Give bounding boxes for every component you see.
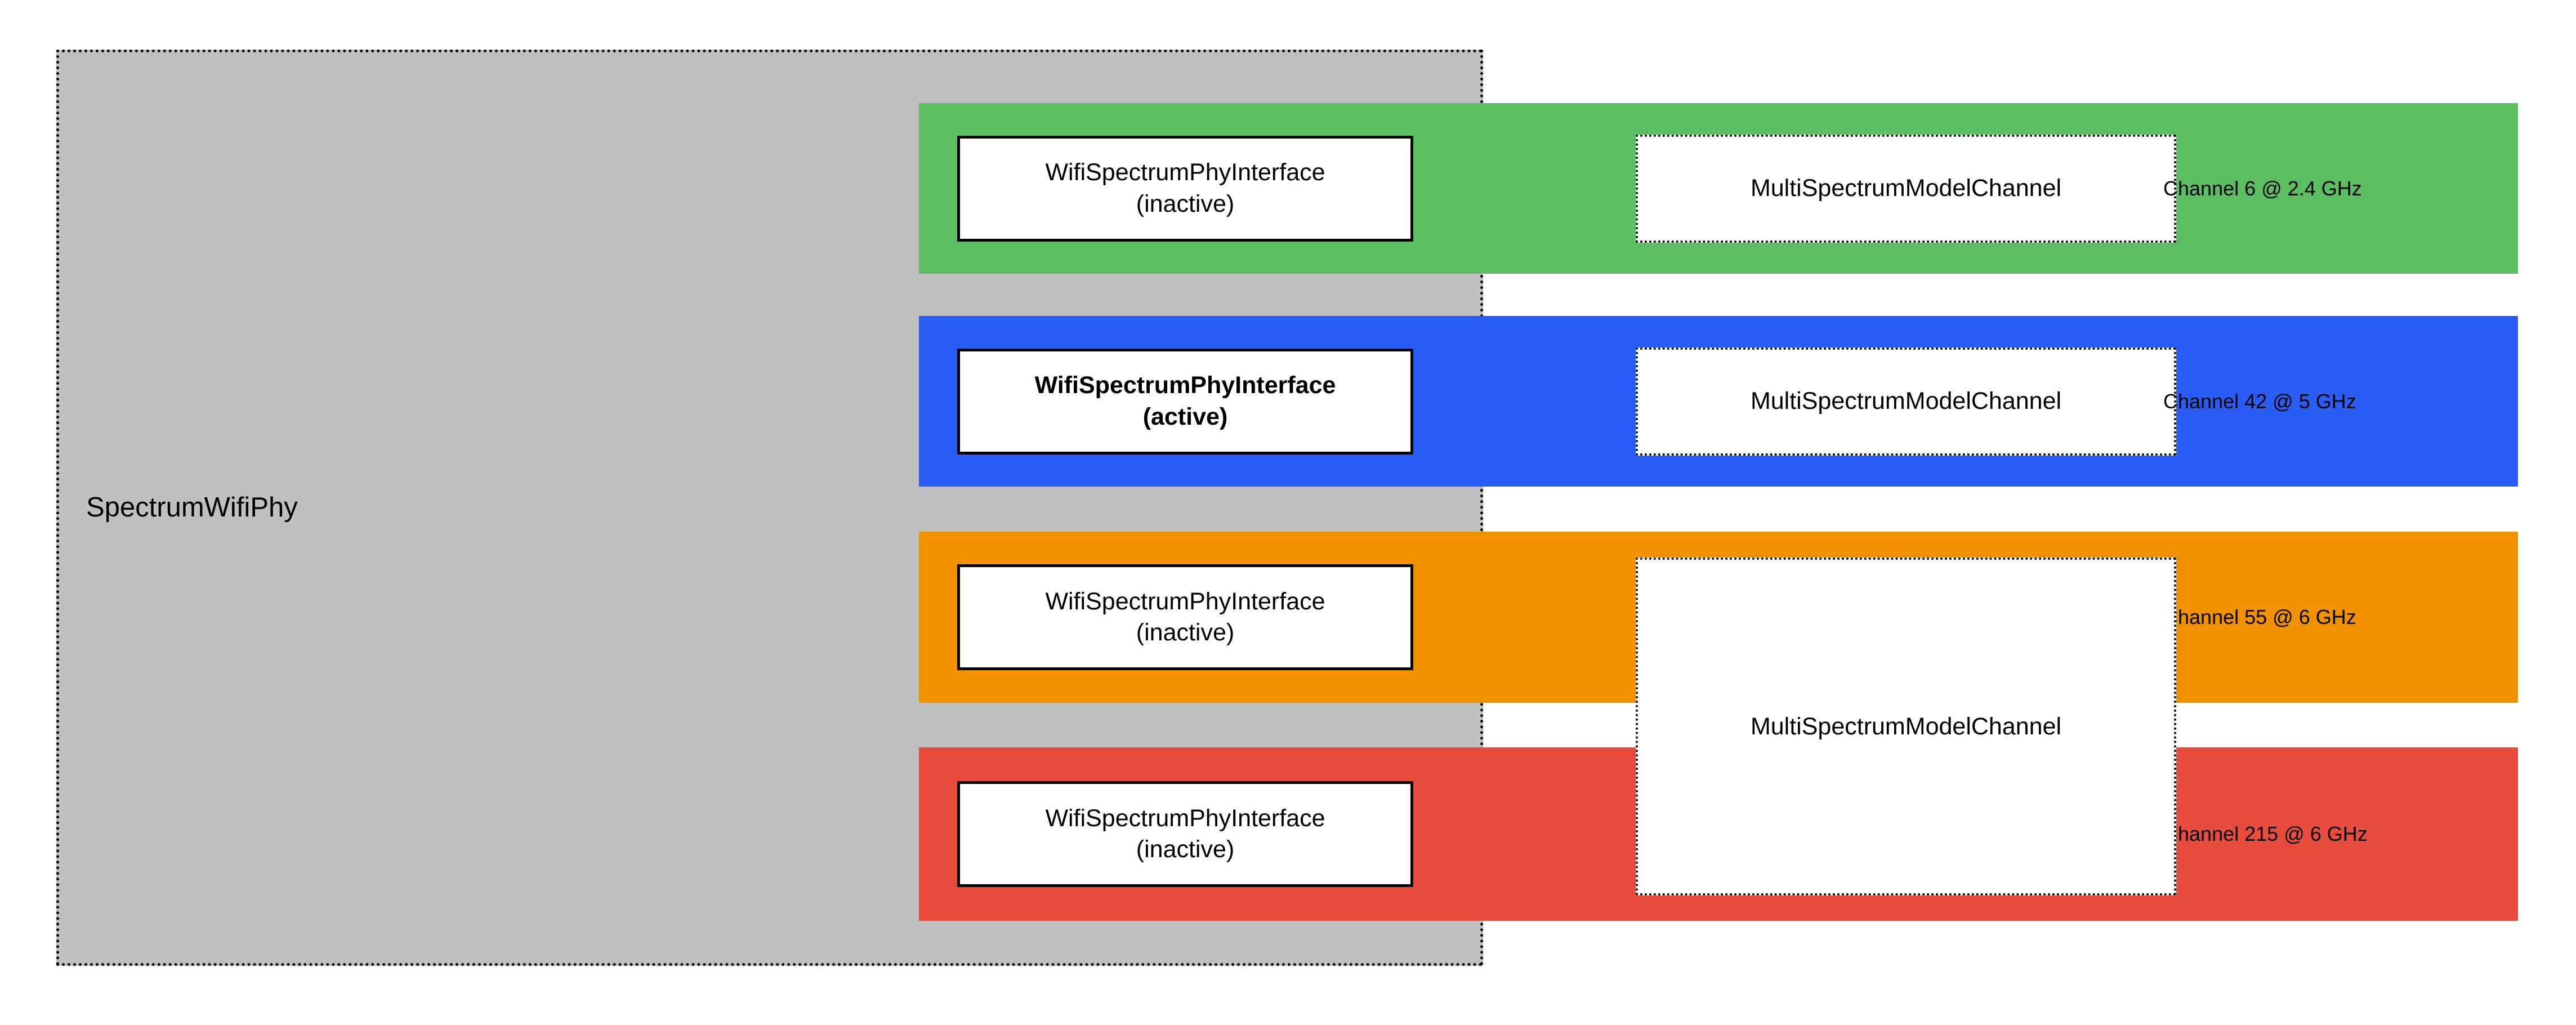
channel-caption-blue: Channel 42 @ 5 GHz [2163,389,2356,413]
multi-spectrum-model-channel-green: MultiSpectrumModelChannel [1636,134,2176,243]
channel-caption-red: Channel 215 @ 6 GHz [2163,822,2368,845]
wifi-spectrum-phy-interface-red: WifiSpectrumPhyInterface (inactive) [957,781,1413,887]
multi-spectrum-model-channel-blue: MultiSpectrumModelChannel [1636,347,2176,456]
wifi-spectrum-phy-interface-orange: WifiSpectrumPhyInterface (inactive) [957,564,1413,670]
spectrum-wifi-phy-label: SpectrumWifiPhy [86,492,298,523]
channel-box-label-green: MultiSpectrumModelChannel [1750,175,2062,202]
wifi-spectrum-phy-interface-blue: WifiSpectrumPhyInterface (active) [957,348,1413,454]
channel-box-label-blue: MultiSpectrumModelChannel [1750,387,2062,415]
interface-name-green: WifiSpectrumPhyInterface [1045,159,1325,186]
channel-caption-orange: Channel 55 @ 6 GHz [2163,605,2356,629]
interface-state-orange: (inactive) [1136,619,1235,646]
channel-caption-green: Channel 6 @ 2.4 GHz [2163,176,2362,200]
interface-name-orange: WifiSpectrumPhyInterface [1045,587,1325,615]
interface-state-blue: (active) [1142,403,1228,430]
channel-band-blue: WifiSpectrumPhyInterface (active) MultiS… [919,316,2518,487]
wifi-spectrum-phy-interface-green: WifiSpectrumPhyInterface (inactive) [957,135,1413,242]
interface-name-red: WifiSpectrumPhyInterface [1045,804,1325,832]
channel-band-green: WifiSpectrumPhyInterface (inactive) Mult… [919,103,2518,274]
multi-spectrum-model-channel-shared-6ghz: MultiSpectrumModelChannel [1636,558,2176,895]
interface-state-red: (inactive) [1136,836,1235,863]
interface-state-green: (inactive) [1136,190,1235,217]
channel-box-label-shared: MultiSpectrumModelChannel [1750,712,2062,740]
interface-name-blue: WifiSpectrumPhyInterface [1034,372,1336,399]
